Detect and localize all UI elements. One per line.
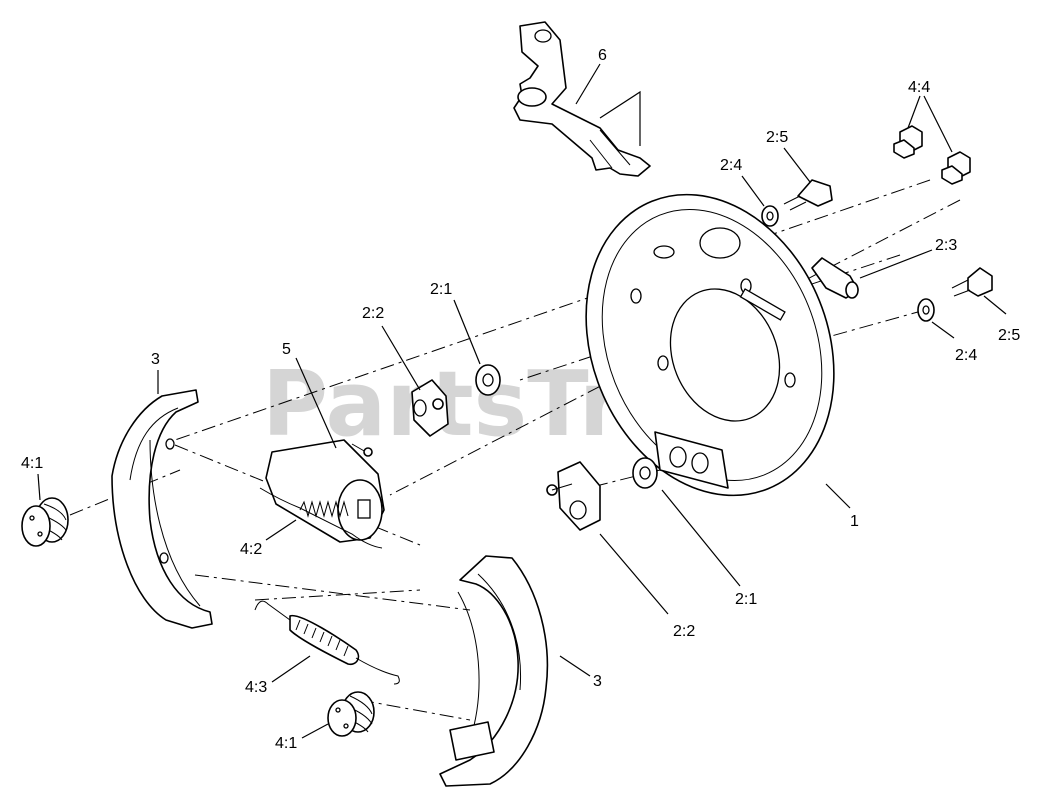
backing-plate-part-1[interactable] xyxy=(543,157,878,533)
spring-part-4-3[interactable] xyxy=(254,600,400,685)
brake-shoe-part-3-left[interactable] xyxy=(111,389,213,629)
bolt-part-2-5-lower[interactable] xyxy=(951,267,993,297)
callout-3-left: 3 xyxy=(151,351,160,368)
brake-shoe-part-3-right[interactable] xyxy=(439,555,549,787)
callout-4-2: 4:2 xyxy=(240,541,262,558)
bleeder-part-2-2-upper[interactable] xyxy=(411,379,449,437)
wheel-cylinder-part-5[interactable] xyxy=(265,439,385,543)
callout-1: 1 xyxy=(850,513,859,530)
washer-part-2-4-upper[interactable] xyxy=(761,205,779,227)
callout-2-2-lower: 2:2 xyxy=(673,623,695,640)
callout-2-5-lower: 2:5 xyxy=(998,327,1020,344)
callout-4-1-left: 4:1 xyxy=(21,455,43,472)
callout-2-3: 2:3 xyxy=(935,237,957,254)
callout-3-right: 3 xyxy=(593,673,602,690)
callout-4-3: 4:3 xyxy=(245,679,267,696)
callout-labels: 6 4:4 2:5 2:4 2:3 2:5 2:4 1 2:1 2:2 5 3 … xyxy=(21,47,1020,752)
callout-5: 5 xyxy=(282,341,291,358)
callout-2-5-upper: 2:5 xyxy=(766,129,788,146)
washer-part-2-1-lower[interactable] xyxy=(632,457,658,489)
bleeder-part-2-2-lower[interactable] xyxy=(546,461,601,531)
spring-cap-part-4-1-left[interactable] xyxy=(21,497,69,547)
spring-cap-part-4-1-right[interactable] xyxy=(327,691,375,737)
washer-part-2-1-upper[interactable] xyxy=(475,364,501,396)
spring-part-4-2[interactable] xyxy=(259,487,383,549)
callout-2-4-upper: 2:4 xyxy=(720,157,742,174)
callout-6: 6 xyxy=(598,47,607,64)
callout-4-4: 4:4 xyxy=(908,79,930,96)
callout-4-1-right: 4:1 xyxy=(275,735,297,752)
clip-part-2-3[interactable] xyxy=(811,257,859,299)
bracket-part-6[interactable] xyxy=(513,21,651,177)
washer-part-2-4-lower[interactable] xyxy=(917,298,935,322)
leader-lines xyxy=(37,63,1007,739)
nut-part-4-4-right[interactable] xyxy=(941,151,971,185)
callout-2-1-upper: 2:1 xyxy=(430,281,452,298)
callout-2-2-upper: 2:2 xyxy=(362,305,384,322)
callout-2-4-lower: 2:4 xyxy=(955,347,977,364)
nut-part-4-4-left[interactable] xyxy=(893,125,923,159)
bolt-part-2-5-upper[interactable] xyxy=(783,179,833,211)
callout-2-1-lower: 2:1 xyxy=(735,591,757,608)
